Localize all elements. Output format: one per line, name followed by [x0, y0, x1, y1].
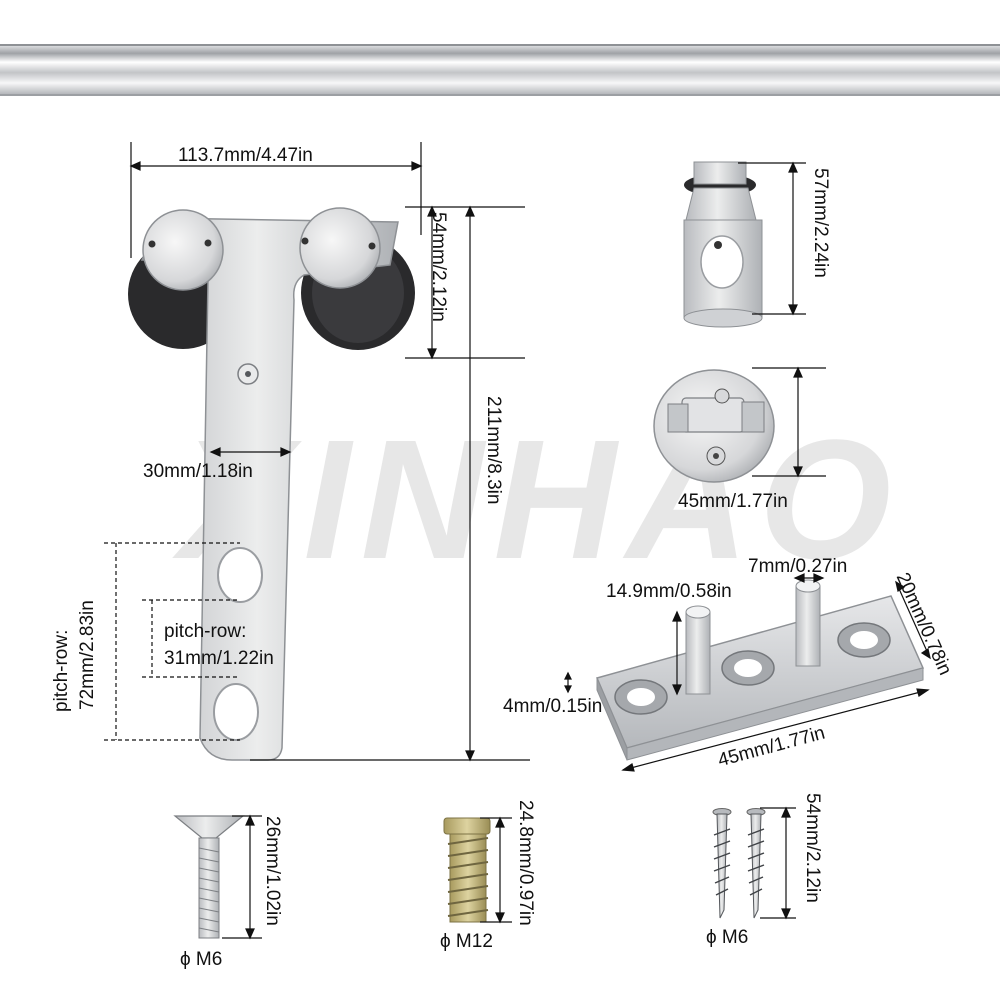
label-pin-diameter: 7mm/0.27in [748, 556, 848, 577]
screw-dimension-lines [760, 806, 796, 920]
guide-dimension-lines [564, 573, 931, 772]
threaded-insert [443, 817, 491, 923]
wood-screws [712, 808, 766, 919]
label-wheel-height: 54mm/2.12in [428, 212, 449, 322]
wheel-cap-right [299, 207, 381, 289]
label-screw-length: 54mm/2.12in [802, 793, 823, 903]
label-spacer-height: 57mm/2.24in [810, 168, 831, 278]
label-hanger-height: 211mm/8.3in [483, 396, 504, 505]
label-pitch-row-72-line2: 72mm/2.83in [77, 600, 98, 710]
label-bracket-width: 45mm/1.77in [678, 491, 788, 512]
wheel-cap-left [142, 209, 224, 291]
label-pitch-row-31-line2: 31mm/1.22in [164, 648, 274, 669]
hanger-dimension-lines [104, 142, 530, 762]
label-pitch-row-72-line1: pitch-row: [51, 629, 72, 712]
label-guide-thickness: 4mm/0.15in [503, 696, 603, 717]
watermark: XINHAO [180, 405, 902, 595]
barn-door-rail [0, 44, 1000, 96]
label-bolt-length: 26mm/1.02in [262, 816, 283, 926]
label-pin-height: 14.9mm/0.58in [606, 581, 732, 602]
insert-dimension-lines [480, 816, 512, 924]
bracket-dimension-lines [752, 366, 826, 478]
roller-hanger [128, 207, 415, 761]
floor-guide [595, 579, 925, 761]
label-pitch-row-31-line1: pitch-row: [164, 621, 247, 642]
stop-bracket [653, 369, 775, 483]
countersunk-bolt [173, 815, 245, 939]
spacer-dimension-lines [738, 161, 806, 316]
label-insert-length: 24.8mm/0.97in [515, 800, 536, 926]
anti-jump-spacer [683, 161, 763, 328]
label-bolt-size: ϕ M6 [180, 949, 223, 970]
label-hanger-width: 113.7mm/4.47in [178, 145, 313, 166]
strap-hole-lower [213, 683, 259, 741]
label-strap-width: 30mm/1.18in [143, 461, 253, 482]
bolt-dimension-lines [222, 814, 262, 940]
label-insert-size: ϕ M12 [440, 931, 493, 952]
label-screw-size: ϕ M6 [706, 927, 749, 948]
strap-hole-upper [217, 547, 263, 603]
